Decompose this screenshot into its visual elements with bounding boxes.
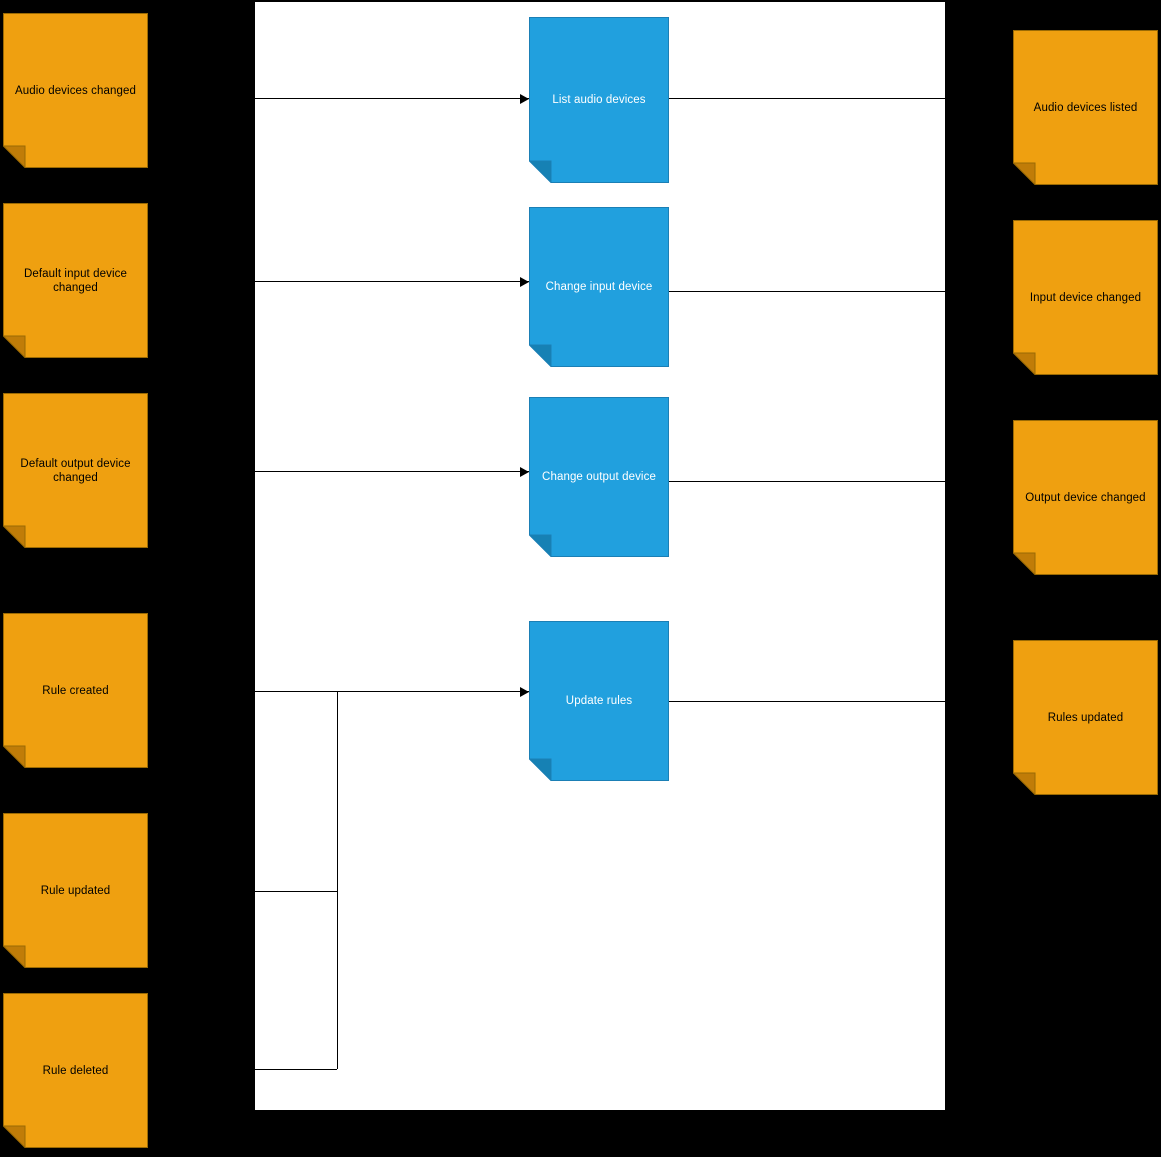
note-rule-updated[interactable]: Rule updated <box>3 813 148 968</box>
connector-rule-updated-join <box>255 891 337 892</box>
connector-from-change-input-device <box>669 291 945 292</box>
note-label-rule-deleted: Rule deleted <box>42 1064 109 1077</box>
note-label-default-output-device-changed: Default output device changed <box>20 457 131 484</box>
connector-to-list-audio-devices <box>255 98 529 99</box>
note-audio-devices-listed[interactable]: Audio devices listed <box>1013 30 1158 185</box>
note-label-audio-devices-changed: Audio devices changed <box>14 84 137 97</box>
connector-rules-join-riser <box>337 691 338 1069</box>
connector-from-update-rules <box>669 701 945 702</box>
connector-to-update-rules <box>255 691 529 692</box>
note-label-rules-updated: Rules updated <box>1047 711 1124 724</box>
note-label-default-input-device-changed: Default input device changed <box>23 267 127 294</box>
note-label-output-device-changed: Output device changed <box>1025 491 1146 504</box>
connector-from-list-audio-devices <box>669 98 945 99</box>
note-label-change-input-device: Change input device <box>545 281 653 293</box>
note-change-output-device[interactable]: Change output device <box>529 397 669 557</box>
note-label-update-rules: Update rules <box>565 695 633 707</box>
note-label-audio-devices-listed: Audio devices listed <box>1033 101 1138 114</box>
connector-to-change-input-device <box>255 281 529 282</box>
note-rule-created[interactable]: Rule created <box>3 613 148 768</box>
note-label-rule-updated: Rule updated <box>40 884 111 897</box>
note-label-change-output-device: Change output device <box>542 471 656 483</box>
arrowhead-to-change-output-device <box>520 466 529 477</box>
note-label-input-device-changed: Input device changed <box>1029 291 1142 304</box>
note-default-output-device-changed[interactable]: Default output device changed <box>3 393 148 548</box>
note-output-device-changed[interactable]: Output device changed <box>1013 420 1158 575</box>
note-rules-updated[interactable]: Rules updated <box>1013 640 1158 795</box>
note-update-rules[interactable]: Update rules <box>529 621 669 781</box>
arrowhead-to-list-audio-devices <box>520 93 529 104</box>
note-default-input-device-changed[interactable]: Default input device changed <box>3 203 148 358</box>
note-label-rule-created: Rule created <box>42 684 109 697</box>
connector-from-change-output-device <box>669 481 945 482</box>
note-label-list-audio-devices: List audio devices <box>552 94 646 106</box>
arrowhead-to-update-rules <box>520 686 529 697</box>
arrowhead-to-change-input-device <box>520 276 529 287</box>
note-change-input-device[interactable]: Change input device <box>529 207 669 367</box>
note-rule-deleted[interactable]: Rule deleted <box>3 993 148 1148</box>
note-audio-devices-changed[interactable]: Audio devices changed <box>3 13 148 168</box>
connector-rule-deleted-join <box>255 1069 337 1070</box>
note-input-device-changed[interactable]: Input device changed <box>1013 220 1158 375</box>
connector-to-change-output-device <box>255 471 529 472</box>
note-list-audio-devices[interactable]: List audio devices <box>529 17 669 183</box>
